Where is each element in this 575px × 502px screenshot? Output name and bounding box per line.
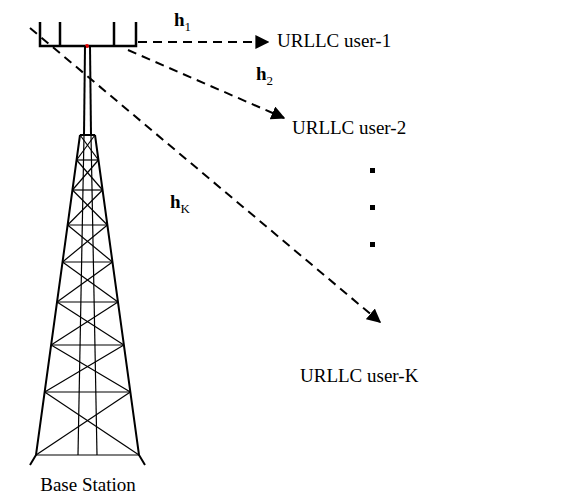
mast [84,46,85,135]
user-label: URLLC user-1 [275,31,393,52]
tower-brace [77,160,103,190]
channel-arrow [30,28,380,322]
user-label: URLLC user-2 [290,118,408,139]
antenna-prong [59,22,62,46]
tower-brace [57,302,124,345]
tower-rung [57,301,118,302]
tower-rung [72,189,102,190]
tower-rung [77,159,99,160]
tower-brace [45,392,139,455]
channel-arrow [128,50,284,118]
tower-brace [77,135,95,160]
station-label: Base Station [38,475,138,496]
user-label: URLLC user-K [298,366,420,387]
tower-rung [68,224,108,225]
tower-brace [72,190,107,225]
tower-brace [72,160,98,190]
tower-brace [57,262,112,302]
channel-label: h2 [254,64,275,88]
tower-brace [51,345,130,392]
ellipsis-dot [370,242,375,247]
channel-label: hK [168,192,192,216]
tower-brace [63,262,118,302]
tower-brace [68,190,103,225]
tower-brace [80,135,98,160]
mast [90,46,91,135]
channel-arrow [138,41,268,43]
tower-brace [45,345,124,392]
ellipsis-dot [370,168,375,173]
tower-rung [63,261,113,262]
tower-brace [63,225,108,262]
tower [30,22,145,465]
tower-brace [68,225,113,262]
tower-brace [36,392,130,455]
tower-leg [95,135,145,465]
tower-rung [45,391,131,392]
tower-rung [36,454,139,455]
tower-leg [30,135,80,465]
channel-label: h1 [172,10,193,34]
tower-rung [51,344,124,345]
tower-brace [51,302,118,345]
antenna-prong [113,22,116,46]
ellipsis-dot [370,205,375,210]
antenna-bar [40,22,136,46]
tower-rung [80,134,95,136]
